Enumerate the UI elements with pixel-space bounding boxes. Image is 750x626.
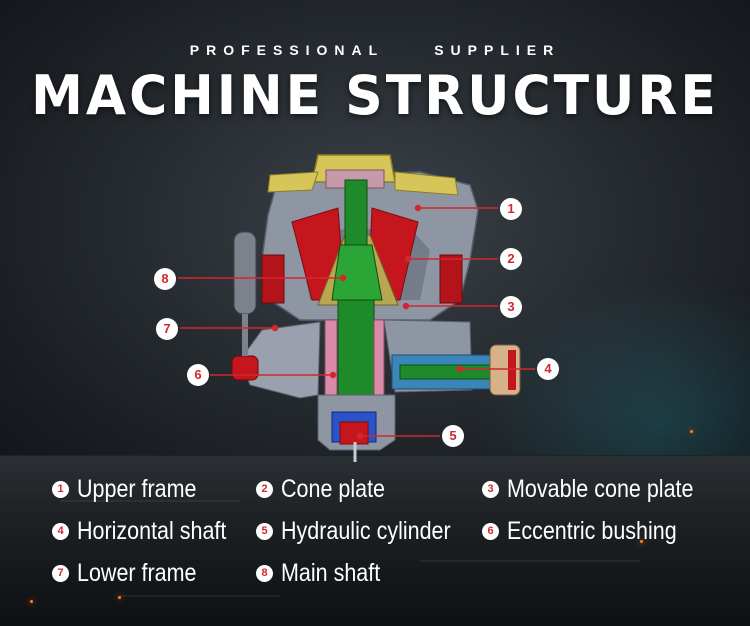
floor-background — [0, 455, 750, 626]
legend-item-horizontal-shaft: 4 Horizontal shaft — [52, 516, 251, 546]
legend-label: Hydraulic cylinder — [281, 516, 451, 545]
callout-badge-7: 7 — [156, 318, 178, 340]
legend-number: 6 — [482, 522, 499, 540]
legend-label: Upper frame — [77, 474, 197, 503]
legend-item-hydraulic-cylinder: 5 Hydraulic cylinder — [256, 516, 478, 546]
ember-spark — [690, 430, 693, 433]
legend-label: Main shaft — [281, 558, 381, 587]
legend-number: 4 — [52, 522, 69, 540]
pulley-rim — [508, 350, 516, 390]
frame-bolt-left — [261, 254, 285, 304]
legend-item-cone-plate: 2 Cone plate — [256, 474, 402, 504]
ember-spark — [30, 600, 33, 603]
frame-bolt-right — [439, 254, 463, 304]
accumulator-base — [231, 355, 259, 381]
legend-number: 8 — [256, 564, 273, 582]
legend-number: 7 — [52, 564, 69, 582]
top-plate-right — [394, 171, 459, 196]
main-shaft-top — [344, 179, 368, 251]
legend-label: Cone plate — [281, 474, 386, 503]
callout-badge-2: 2 — [500, 248, 522, 270]
page-title: MACHINE STRUCTURE — [31, 64, 719, 128]
top-plate-left — [267, 171, 319, 193]
callout-badge-1: 1 — [500, 198, 522, 220]
subtitle-left: PROFESSIONAL — [189, 42, 385, 58]
horizontal-shaft-core — [399, 364, 491, 380]
legend-number: 2 — [256, 480, 273, 498]
floor-streak — [60, 500, 240, 502]
legend-label: Eccentric bushing — [507, 516, 677, 545]
callout-badge-3: 3 — [500, 296, 522, 318]
legend-item-upper-frame: 1 Upper frame — [52, 474, 216, 504]
legend-number: 5 — [256, 522, 273, 540]
legend-number: 1 — [52, 480, 69, 498]
page-subtitle: PROFESSIONAL SUPPLIER — [0, 42, 750, 58]
floor-streak — [420, 560, 640, 562]
callout-badge-6: 6 — [187, 364, 209, 386]
callout-badge-5: 5 — [442, 425, 464, 447]
ember-spark — [640, 540, 643, 543]
callout-badge-8: 8 — [154, 268, 176, 290]
main-shaft-lower — [337, 299, 375, 411]
hydraulic-piston — [339, 421, 369, 445]
callout-lines — [178, 204, 535, 440]
main-shaft-cone — [331, 244, 383, 301]
legend-item-eccentric-bushing: 6 Eccentric bushing — [482, 516, 704, 546]
legend-label: Lower frame — [77, 558, 197, 587]
accumulator-shape — [233, 231, 257, 315]
legend-label: Movable cone plate — [507, 474, 694, 503]
legend-item-movable-cone-plate: 3 Movable cone plate — [482, 474, 724, 504]
legend-item-main-shaft: 8 Main shaft — [256, 558, 396, 588]
legend-label: Horizontal shaft — [77, 516, 227, 545]
floor-streak — [120, 595, 280, 597]
legend-number: 3 — [482, 480, 499, 498]
subtitle-right: SUPPLIER — [434, 42, 561, 58]
callout-badge-4: 4 — [537, 358, 559, 380]
ember-spark — [118, 596, 121, 599]
legend-item-lower-frame: 7 Lower frame — [52, 558, 216, 588]
